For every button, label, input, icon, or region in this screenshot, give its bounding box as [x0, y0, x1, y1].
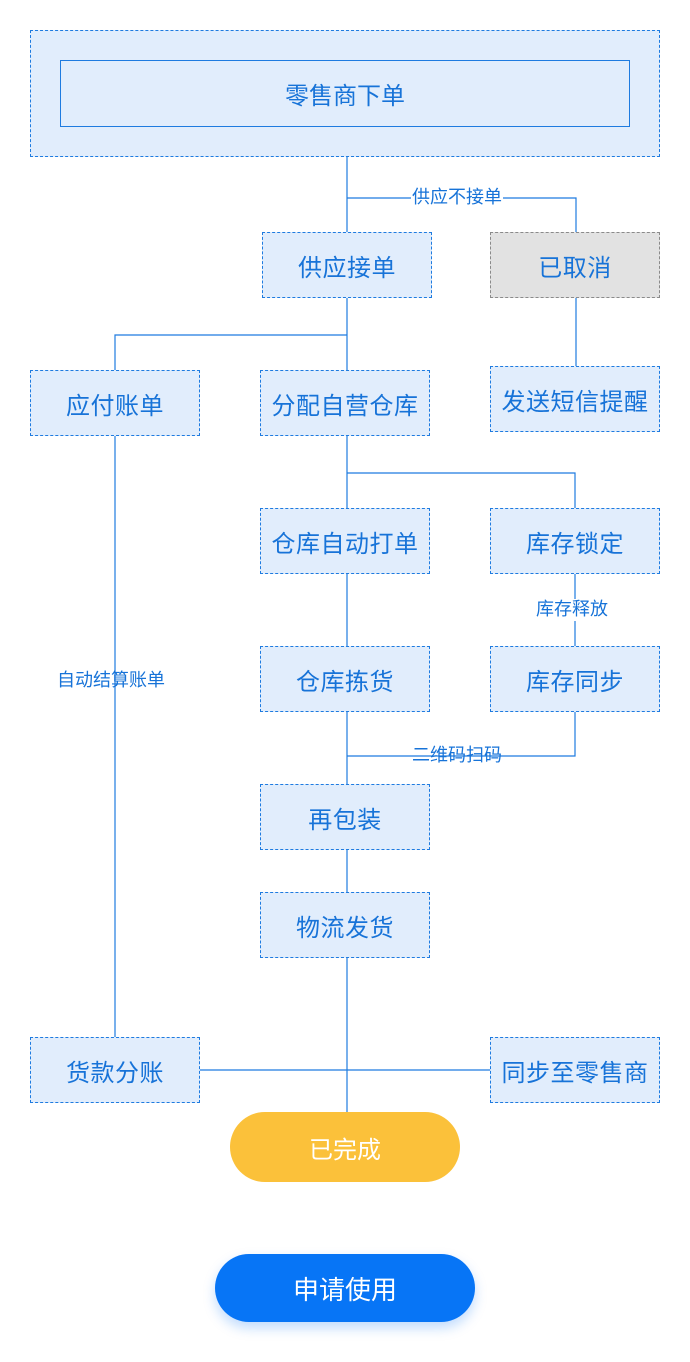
node-payment-split: 货款分账: [30, 1037, 200, 1103]
node-stock-sync: 库存同步: [490, 646, 660, 712]
node-retailer-order: 零售商下单: [60, 60, 630, 127]
node-send-sms: 发送短信提醒: [490, 366, 660, 432]
node-completed: 已完成: [230, 1112, 460, 1182]
node-stock-lock: 库存锁定: [490, 508, 660, 574]
edge-label-auto-settle: 自动结算账单: [57, 670, 165, 691]
apply-button[interactable]: 申请使用: [215, 1254, 475, 1322]
node-repack: 再包装: [260, 784, 430, 850]
edge-label-supply-reject: 供应不接单: [411, 187, 503, 209]
node-logistics-ship: 物流发货: [260, 892, 430, 958]
edge-label-stock-release: 库存释放: [535, 599, 609, 621]
node-payable-bill: 应付账单: [30, 370, 200, 436]
node-assign-warehouse: 分配自营仓库: [260, 370, 430, 436]
node-cancelled: 已取消: [490, 232, 660, 298]
node-sync-retailer: 同步至零售商: [490, 1037, 660, 1103]
node-supply-accept: 供应接单: [262, 232, 432, 298]
node-warehouse-print: 仓库自动打单: [260, 508, 430, 574]
node-warehouse-pick: 仓库拣货: [260, 646, 430, 712]
edge-label-qr-scan: 二维码扫码: [412, 745, 502, 766]
